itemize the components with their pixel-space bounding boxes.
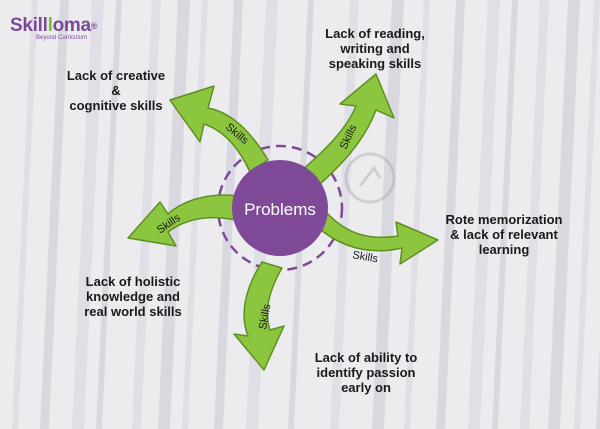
logo-l-glyph: l	[47, 15, 53, 36]
label-holistic-line1: Lack of holistic	[85, 274, 181, 289]
background-stripe	[40, 0, 69, 429]
logo-name-part2: oma	[52, 15, 91, 36]
center-label: Problems	[244, 200, 316, 219]
background-stripe	[372, 0, 404, 429]
background-stripe	[548, 0, 580, 429]
background-stripe	[468, 0, 500, 429]
label-passion-line3: early on	[341, 380, 391, 395]
label-creative: Lack of creative & cognitive skills	[55, 68, 177, 113]
label-reading-line1: Lack of reading,	[325, 26, 425, 41]
background-stripe	[596, 343, 600, 429]
background-stripe	[72, 0, 104, 429]
label-holistic-line2: knowledge and	[86, 289, 180, 304]
arrow-passion-text: Skills	[257, 303, 273, 331]
center-circle	[232, 160, 328, 256]
background-stripe	[520, 0, 549, 429]
label-creative-line1: Lack of creative	[66, 68, 166, 83]
logo-tagline: Beyond Curriculum	[36, 35, 88, 41]
label-rote: Rote memorization & lack of relevant lea…	[428, 212, 580, 257]
label-rote-line2: & lack of relevant	[450, 227, 558, 242]
label-passion: Lack of ability to identify passion earl…	[296, 350, 436, 395]
logo-name-part1: Skill	[10, 15, 48, 36]
label-reading-line3: speaking skills	[328, 56, 422, 71]
background-stripe	[96, 0, 122, 429]
skilloma-logo: Skillloma® Beyond Curriculum	[10, 16, 97, 42]
label-reading: Lack of reading, writing and speaking sk…	[304, 26, 446, 71]
background-stripe	[574, 0, 600, 429]
label-holistic-line3: real world skills	[84, 304, 182, 319]
arrow-holistic: Skills	[127, 194, 239, 247]
label-passion-line1: Lack of ability to	[314, 350, 418, 365]
arrow-passion: Skills	[233, 261, 285, 371]
label-reading-line2: writing and	[340, 41, 410, 56]
label-holistic: Lack of holistic knowledge and real worl…	[68, 274, 198, 319]
label-creative-line2: &	[111, 83, 121, 98]
background-stripe	[492, 0, 518, 429]
label-creative-line3: cognitive skills	[69, 98, 163, 113]
label-passion-line2: identify passion	[316, 365, 416, 380]
arrow-rote: Skills	[315, 211, 439, 265]
background-stripe	[404, 0, 430, 429]
background-stripe	[132, 0, 161, 429]
watermark-icon	[344, 152, 396, 204]
arrow-creative: Skills	[169, 85, 269, 173]
arrow-rote-text: Skills	[351, 249, 379, 265]
label-rote-line3: learning	[478, 242, 530, 257]
arrow-reading: Skills	[301, 73, 395, 187]
logo-registered-mark: ®	[90, 21, 98, 31]
logo-wordmark: Skillloma®	[10, 16, 97, 36]
label-rote-line1: Rote memorization	[445, 212, 563, 227]
background-stripe	[12, 0, 38, 429]
background-stripe	[330, 0, 359, 429]
background-stripe	[436, 0, 465, 429]
